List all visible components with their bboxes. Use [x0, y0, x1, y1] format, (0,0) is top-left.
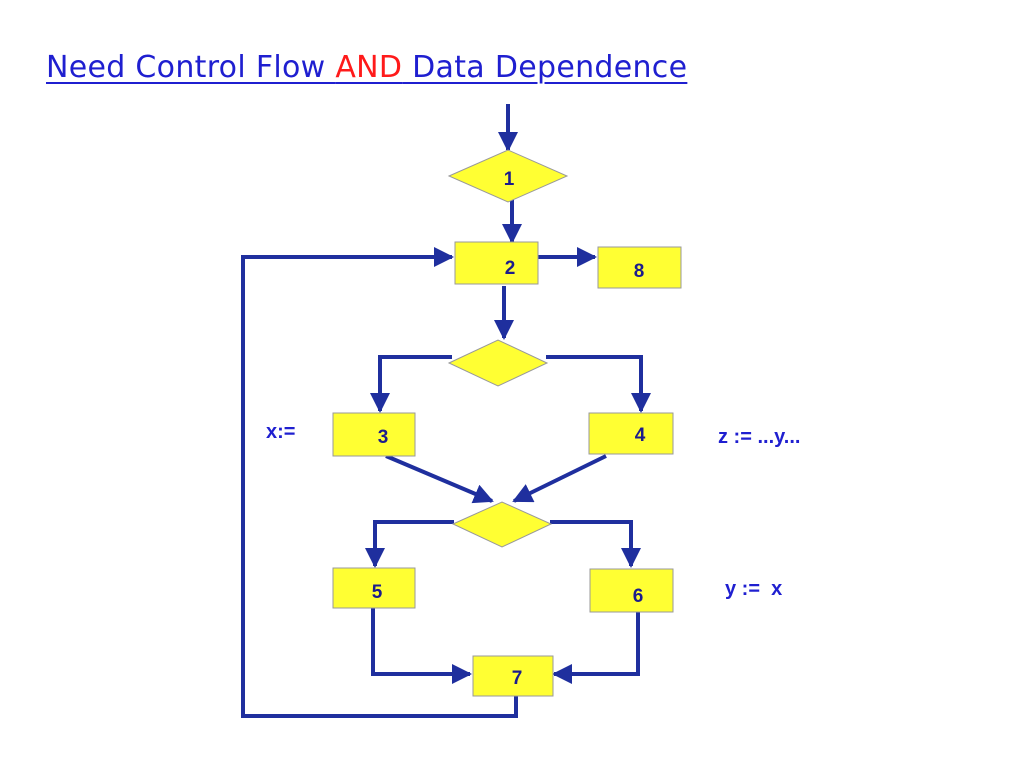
node-5-label: 5 — [372, 582, 383, 603]
node-3-label: 3 — [378, 427, 389, 448]
node-2-box — [454, 241, 539, 285]
node-7-box — [472, 655, 554, 697]
edge-merge-to-5 — [365, 520, 454, 568]
annotation-x-assign: x:= — [266, 421, 295, 443]
node-6-box — [589, 568, 674, 613]
node-4-label: 4 — [635, 425, 646, 446]
node-1-label: 1 — [504, 169, 515, 190]
title-part-2: Data Dependence — [402, 50, 688, 85]
edge-4-to-merge — [512, 454, 607, 503]
slide-title: Need Control Flow AND Data Dependence — [46, 50, 687, 85]
node-6-label: 6 — [633, 586, 644, 607]
node-4-box — [588, 412, 674, 455]
edge-3-to-merge — [385, 454, 494, 504]
branch-diamond — [447, 339, 549, 387]
node-8-label: 8 — [634, 261, 645, 282]
node-7-label: 7 — [512, 668, 523, 689]
merge-diamond — [451, 501, 553, 548]
title-highlight: AND — [335, 50, 403, 85]
edge-merge-to-6 — [550, 520, 641, 568]
node-3-box — [332, 412, 416, 457]
annotation-y-assign: y := x — [725, 578, 782, 600]
edge-7-back-to-2 — [241, 247, 518, 718]
node-8-box — [597, 246, 682, 289]
edge-branch-to-3 — [370, 355, 452, 413]
node-2-label: 2 — [505, 258, 516, 279]
node-1-diamond — [447, 149, 569, 203]
edge-6-to-7 — [552, 612, 640, 684]
edge-branch-to-4 — [546, 355, 651, 413]
title-part-1: Need Control Flow — [46, 50, 336, 85]
annotation-z-assign: z := ...y... — [718, 426, 800, 448]
edge-5-to-7 — [371, 608, 472, 684]
node-5-box — [332, 567, 416, 609]
